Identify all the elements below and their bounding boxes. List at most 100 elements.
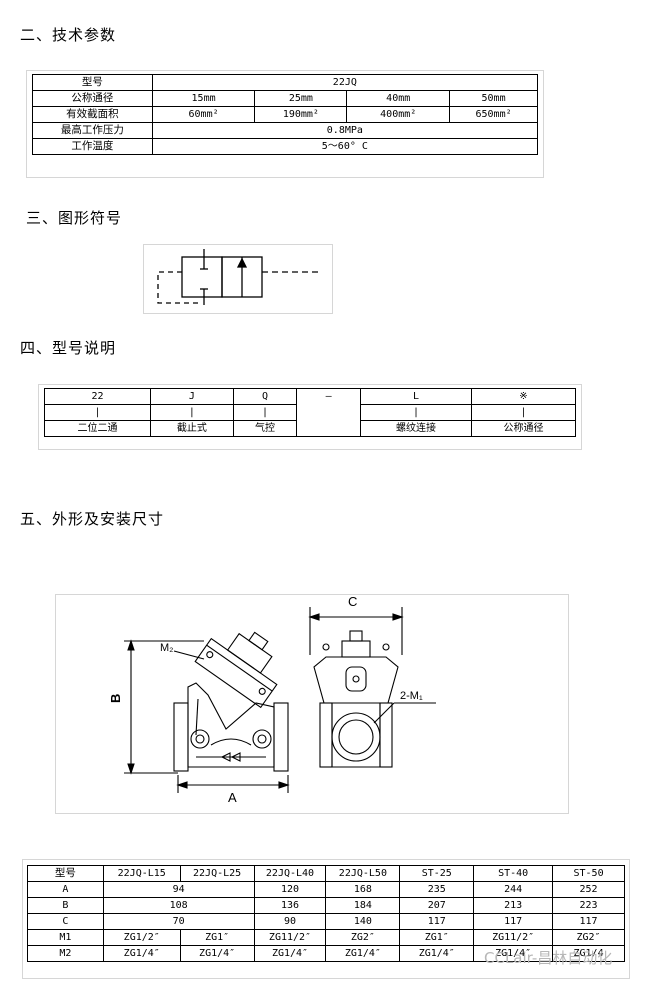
table-cell: 117 xyxy=(399,913,475,930)
watermark-text: CCLair-昌林自动化 xyxy=(484,949,613,967)
table-cell: 252 xyxy=(552,881,625,898)
table-cell: ZG11/2″ xyxy=(473,929,554,946)
valve-outline-drawing: B A C M₂ 2-M₁ xyxy=(108,594,436,805)
dn-cell: 40mm xyxy=(346,90,451,107)
bar-cell: | xyxy=(232,404,298,421)
table-cell: ZG1/4″ xyxy=(399,945,475,962)
label-m2: M₂ xyxy=(160,642,173,654)
table-cell: 207 xyxy=(399,897,475,914)
header-cell: 22JQ-L15 xyxy=(102,865,181,882)
row-label: C xyxy=(27,913,104,930)
table-cell: 244 xyxy=(473,881,554,898)
table-row: B 108 136 184 207 213 223 xyxy=(27,897,625,914)
row-label: B xyxy=(27,897,104,914)
meaning-cell: 公称通径 xyxy=(470,420,577,437)
temp-value: 5～60° C xyxy=(151,138,539,155)
table-row: | | | | | xyxy=(44,404,577,421)
code-cell-dash: — xyxy=(296,388,361,437)
header-cell: ST-25 xyxy=(399,865,475,882)
table-row: A 94 120 168 235 244 252 xyxy=(27,881,625,898)
area-cell: 400mm² xyxy=(346,106,451,123)
table-cell: 235 xyxy=(399,881,475,898)
bonnet-body xyxy=(194,637,278,709)
outline-drawing-frame: B A C M₂ 2-M₁ xyxy=(55,594,569,814)
heading-outline-dimensions: 五、外形及安装尺寸 xyxy=(20,510,165,528)
header-cell: 22JQ-L50 xyxy=(325,865,401,882)
dim-label-c: C xyxy=(348,595,357,609)
table-row: M1 ZG1/2″ ZG1″ ZG11/2″ ZG2″ ZG1″ ZG11/2″… xyxy=(27,929,625,946)
table-row: 二位二通 截止式 气控 螺纹连接 公称通径 xyxy=(44,420,577,437)
table-cell: ZG11/2″ xyxy=(253,929,327,946)
pressure-label: 最高工作压力 xyxy=(32,122,153,139)
dim-label-b: B xyxy=(108,694,123,703)
table-cell: 120 xyxy=(253,881,327,898)
table-cell: ZG1/4 xyxy=(552,945,625,962)
row-label: M2 xyxy=(27,945,104,962)
table-row: 型号 22JQ xyxy=(32,74,539,91)
table-row: 有效截面积 60mm² 190mm² 400mm² 650mm² xyxy=(32,106,538,123)
table-cell: 108 xyxy=(102,897,255,914)
area-label: 有效截面积 xyxy=(32,106,153,123)
code-cell: ※ xyxy=(470,388,577,405)
dn-cell: 50mm xyxy=(449,90,538,107)
right-port-flange xyxy=(273,702,289,772)
meaning-cell: 截止式 xyxy=(149,420,234,437)
table-cell: 70 xyxy=(102,913,255,930)
model-label: 型号 xyxy=(32,74,153,91)
area-cell: 190mm² xyxy=(254,106,348,123)
table-cell: 184 xyxy=(325,897,401,914)
side-right-flange xyxy=(379,702,393,768)
table-cell: ZG2″ xyxy=(325,929,401,946)
meaning-cell: 气控 xyxy=(232,420,298,437)
table-cell: 117 xyxy=(552,913,625,930)
table-cell: 213 xyxy=(473,897,554,914)
dim-table-frame: 型号 22JQ-L15 22JQ-L25 22JQ-L40 22JQ-L50 S… xyxy=(22,859,630,979)
tech-params-table: 型号 22JQ 公称通径 15mm 25mm 40mm 50mm 有效截面积 6… xyxy=(32,74,539,155)
table-row: 工作温度 5～60° C xyxy=(32,138,539,155)
code-cell: Q xyxy=(232,388,298,405)
table-row: 公称通径 15mm 25mm 40mm 50mm xyxy=(32,90,538,107)
model-description-table: 22 J Q — L ※ | | | | | 二位二通 截止式 气控 螺纹连接 … xyxy=(44,388,577,437)
header-cell: 22JQ-L40 xyxy=(253,865,327,882)
table-cell: 94 xyxy=(102,881,255,898)
table-row: C 70 90 140 117 117 117 xyxy=(27,913,625,930)
bar-cell: | xyxy=(149,404,234,421)
table-cell: ZG1″ xyxy=(179,929,255,946)
table-cell: 117 xyxy=(473,913,554,930)
bar-cell: | xyxy=(44,404,151,421)
dn-cell: 25mm xyxy=(254,90,348,107)
table-cell: ZG1″ xyxy=(399,929,475,946)
area-cell: 650mm² xyxy=(449,106,538,123)
header-cell: ST-40 xyxy=(473,865,554,882)
header-cell: 22JQ-L25 xyxy=(179,865,255,882)
dimensions-table: 型号 22JQ-L15 22JQ-L25 22JQ-L40 22JQ-L50 S… xyxy=(27,865,625,962)
bar-cell: | xyxy=(359,404,472,421)
table-cell: ZG1/2″ xyxy=(102,929,181,946)
label-2m1: 2-M₁ xyxy=(400,690,423,702)
table-row: 22 J Q — L ※ xyxy=(44,388,577,437)
model-table-frame: 22 J Q — L ※ | | | | | 二位二通 截止式 气控 螺纹连接 … xyxy=(38,384,582,450)
table-cell: ZG1/4″ xyxy=(253,945,327,962)
row-label: M1 xyxy=(27,929,104,946)
code-cell: J xyxy=(149,388,234,405)
side-bonnet xyxy=(341,640,371,658)
tech-table-frame: 型号 22JQ 公称通径 15mm 25mm 40mm 50mm 有效截面积 6… xyxy=(26,70,544,178)
table-cell: ZG1/4″ xyxy=(102,945,181,962)
table-cell: ZG1/4″ xyxy=(325,945,401,962)
model-value: 22JQ xyxy=(151,74,539,91)
table-cell: 136 xyxy=(253,897,327,914)
side-port-inner xyxy=(338,719,374,755)
dn-cell: 15mm xyxy=(151,90,256,107)
table-cell: 90 xyxy=(253,913,327,930)
symbol-arrow-icon xyxy=(236,257,248,268)
meaning-cell: 二位二通 xyxy=(44,420,151,437)
bar-cell: | xyxy=(470,404,577,421)
row-label: A xyxy=(27,881,104,898)
area-cell: 60mm² xyxy=(151,106,256,123)
table-cell: ZG1/4″ xyxy=(179,945,255,962)
table-cell: ZG1/4″ xyxy=(473,945,554,962)
table-row: M2 ZG1/4″ ZG1/4″ ZG1/4″ ZG1/4″ ZG1/4″ ZG… xyxy=(27,945,625,962)
table-cell: 168 xyxy=(325,881,401,898)
table-cell: ZG2″ xyxy=(552,929,625,946)
valve-symbol-diagram xyxy=(157,249,322,305)
